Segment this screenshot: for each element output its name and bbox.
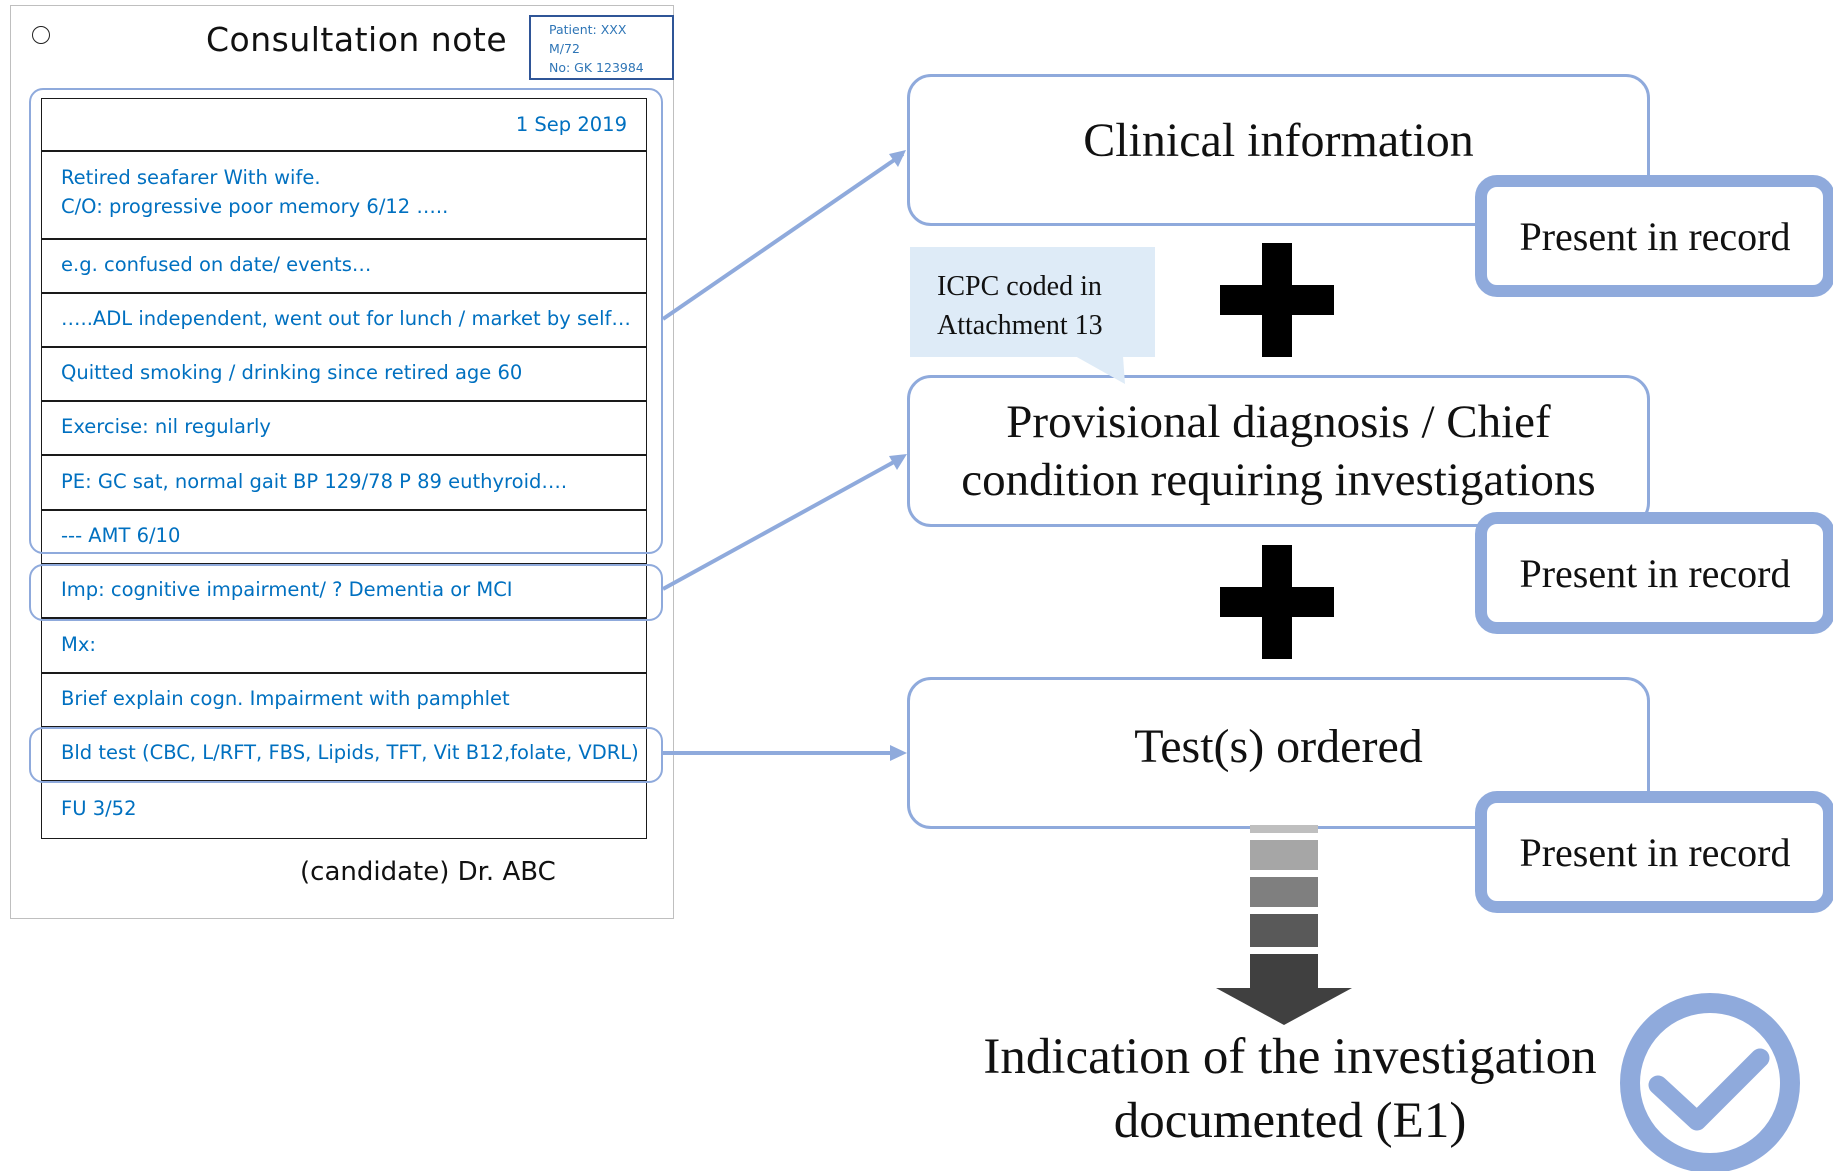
present-in-record-badge: Present in record [1475, 512, 1833, 634]
circle-radio-icon[interactable] [32, 26, 50, 44]
note-row-text: Quitted smoking / drinking since retired… [61, 361, 523, 384]
connector-arrow-diagnosis [662, 454, 907, 591]
present-in-record-label: Present in record [1519, 829, 1791, 875]
connector-arrow-tests [663, 745, 907, 761]
check-circle-icon [1620, 993, 1800, 1171]
tests-ordered-label: Test(s) ordered [1134, 719, 1423, 773]
note-row-text: Exercise: nil regularly [61, 415, 271, 438]
present-in-record-label: Present in record [1519, 550, 1791, 596]
result-text: Indication of the investigation document… [960, 1025, 1620, 1153]
note-row-text: --- AMT 6/10 [61, 524, 181, 547]
note-row-text: Imp: cognitive impairment/ ? Dementia or… [61, 578, 513, 601]
note-row-text: Mx: [61, 633, 96, 656]
note-row: Quitted smoking / drinking since retired… [41, 346, 647, 402]
note-title: Consultation note [206, 20, 508, 59]
note-row-text: …..ADL independent, went out for lunch /… [61, 307, 631, 330]
note-row-impression: Imp: cognitive impairment/ ? Dementia or… [41, 563, 647, 619]
callout-tail [1075, 356, 1125, 384]
result-line2: documented (E1) [1113, 1093, 1467, 1149]
note-row: Mx: [41, 617, 647, 674]
provisional-diagnosis-box: Provisional diagnosis / Chief condition … [907, 375, 1650, 527]
result-line1: Indication of the investigation [983, 1029, 1597, 1085]
note-row-text: Bld test (CBC, L/RFT, FBS, Lipids, TFT, … [61, 741, 639, 764]
plus-icon [1220, 545, 1334, 659]
callout-line2: Attachment 13 [937, 310, 1103, 341]
note-row-text: FU 3/52 [61, 797, 137, 820]
note-row-text: PE: GC sat, normal gait BP 129/78 P 89 e… [61, 470, 568, 493]
callout-line1: ICPC coded in [937, 271, 1102, 302]
note-row: e.g. confused on date/ events… [41, 238, 647, 294]
note-row-text: e.g. confused on date/ events… [61, 253, 372, 276]
patient-sex-age: M/72 [549, 41, 580, 56]
plus-icon [1220, 243, 1334, 357]
connector-arrow-clinical [661, 150, 906, 321]
icpc-callout: ICPC coded in Attachment 13 [910, 247, 1155, 357]
present-in-record-badge: Present in record [1475, 791, 1833, 913]
note-row: FU 3/52 [41, 780, 647, 839]
note-row: Retired seafarer With wife. C/O: progres… [41, 150, 647, 240]
note-date-row: 1 Sep 2019 [41, 98, 647, 152]
diagnosis-label-line1: Provisional diagnosis / Chief [1006, 396, 1551, 448]
present-in-record-label: Present in record [1519, 213, 1791, 259]
present-in-record-badge: Present in record [1475, 175, 1833, 297]
note-row: PE: GC sat, normal gait BP 129/78 P 89 e… [41, 454, 647, 511]
note-row: …..ADL independent, went out for lunch /… [41, 292, 647, 348]
down-arrow-icon [1216, 825, 1352, 1025]
note-row-text: Brief explain cogn. Impairment with pamp… [61, 687, 510, 710]
note-date: 1 Sep 2019 [515, 113, 627, 136]
note-row: Exercise: nil regularly [41, 400, 647, 456]
clinical-information-label: Clinical information [1083, 113, 1474, 167]
diagnosis-label-line2: condition requiring investigations [961, 454, 1596, 506]
consultation-note-card: Consultation note Patient: XXX M/72 No: … [10, 5, 674, 919]
patient-name: Patient: XXX [549, 22, 627, 37]
patient-number: No: GK 123984 [549, 60, 644, 75]
patient-info-box: Patient: XXX M/72 No: GK 123984 [529, 15, 674, 80]
note-row-text: C/O: progressive poor memory 6/12 ….. [61, 195, 449, 218]
signature: (candidate) Dr. ABC [300, 857, 556, 887]
note-row-text: Retired seafarer With wife. [61, 166, 321, 189]
